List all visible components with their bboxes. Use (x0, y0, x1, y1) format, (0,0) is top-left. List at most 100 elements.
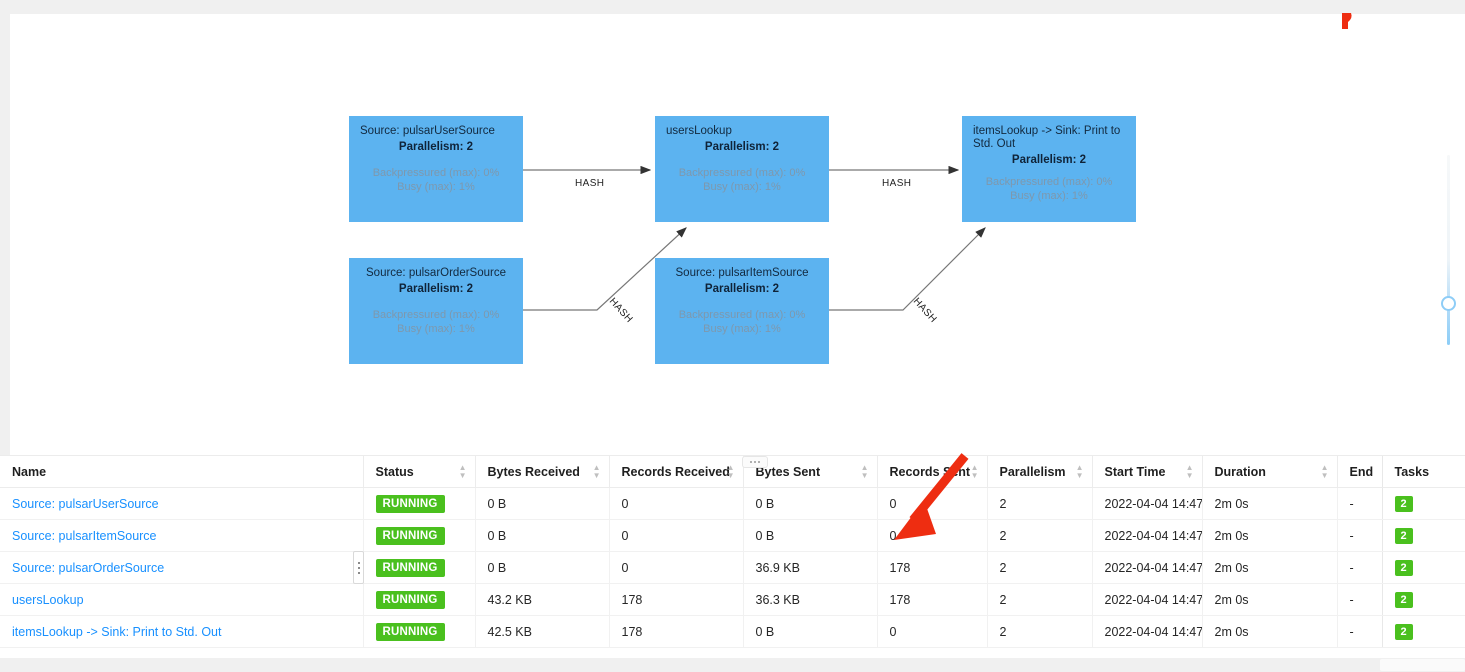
column-resize-handle-vertical[interactable] (353, 551, 364, 584)
vertex-link[interactable]: itemsLookup -> Sink: Print to Std. Out (12, 624, 222, 639)
cell-start-time: 2022-04-04 14:47:14 (1091, 615, 1202, 648)
cell-duration: 2m 0s (1201, 583, 1337, 616)
table-header-row: Name Status ▲▼ Bytes Received ▲▼ Records… (0, 455, 1465, 488)
cell-name[interactable]: usersLookup (0, 583, 363, 616)
node-busy: Busy (max): 1% (397, 323, 475, 335)
job-vertices-table: Name Status ▲▼ Bytes Received ▲▼ Records… (0, 455, 1465, 648)
tasks-badge: 2 (1394, 495, 1413, 512)
graph-node-items-lookup-sink[interactable]: itemsLookup -> Sink: Print to Std. Out P… (962, 116, 1136, 222)
column-header-start-time[interactable]: Start Time ▲▼ (1091, 455, 1202, 488)
table-row[interactable]: Source: pulsarOrderSource RUNNING 0 B 0 … (0, 551, 1465, 584)
node-metrics: Backpressured (max): 0% Busy (max): 1% (973, 175, 1125, 203)
annotation-red-arrow (894, 453, 969, 540)
graph-node-users-lookup[interactable]: usersLookup Parallelism: 2 Backpressured… (655, 116, 829, 222)
column-header-duration[interactable]: Duration ▲▼ (1201, 455, 1337, 488)
sort-icon[interactable]: ▲▼ (1320, 462, 1329, 480)
cell-status: RUNNING (362, 519, 475, 552)
cell-name[interactable]: itemsLookup -> Sink: Print to Std. Out (0, 615, 363, 648)
cell-records-received: 0 (608, 551, 743, 584)
node-metrics: Backpressured (max): 0% Busy (max): 1% (666, 308, 818, 336)
node-title: Source: pulsarItemSource (675, 267, 809, 279)
cell-name[interactable]: Source: pulsarItemSource (0, 519, 363, 552)
column-header-records-sent[interactable]: Records Sent ▲▼ (876, 455, 987, 488)
vertex-link[interactable]: Source: pulsarUserSource (12, 496, 159, 511)
node-backpressure: Backpressured (max): 0% (678, 167, 806, 179)
node-parallelism: Parallelism: 2 (1011, 154, 1087, 166)
cell-tasks: 2 (1381, 615, 1465, 648)
sort-icon[interactable]: ▲▼ (726, 462, 735, 480)
table-row[interactable]: usersLookup RUNNING 43.2 KB 178 36.3 KB … (0, 583, 1465, 616)
graph-node-pulsar-item-source[interactable]: Source: pulsarItemSource Parallelism: 2 … (655, 258, 829, 364)
dot (758, 461, 760, 463)
horizontal-scrollbar-track[interactable] (0, 658, 1465, 672)
column-header-name[interactable]: Name (0, 455, 363, 488)
cell-bytes-received: 43.2 KB (474, 583, 609, 616)
cell-records-received: 0 (608, 519, 743, 552)
column-header-bytes-received[interactable]: Bytes Received ▲▼ (474, 455, 609, 488)
sort-icon[interactable]: ▲▼ (1185, 462, 1194, 480)
sort-icon[interactable]: ▲▼ (970, 462, 979, 480)
cell-name[interactable]: Source: pulsarUserSource (0, 487, 363, 520)
node-busy: Busy (max): 1% (1010, 190, 1088, 202)
cell-bytes-received: 42.5 KB (474, 615, 609, 648)
cell-end: - (1336, 519, 1382, 552)
column-header-parallelism[interactable]: Parallelism ▲▼ (986, 455, 1092, 488)
job-vertices-table-panel[interactable]: Name Status ▲▼ Bytes Received ▲▼ Records… (0, 455, 1465, 658)
cell-end: - (1336, 583, 1382, 616)
vertex-link[interactable]: Source: pulsarItemSource (12, 528, 157, 543)
job-graph-panel[interactable]: Source: pulsarUserSource Parallelism: 2 … (10, 14, 1465, 455)
column-header-tasks[interactable]: Tasks (1381, 455, 1465, 488)
panel-resize-handle-horizontal[interactable] (742, 456, 768, 468)
column-header-records-received[interactable]: Records Received ▲▼ (608, 455, 743, 488)
sort-icon[interactable]: ▲▼ (458, 462, 467, 480)
sort-icon[interactable]: ▲▼ (860, 462, 869, 480)
tasks-badge: 2 (1394, 559, 1413, 576)
vertex-link[interactable]: usersLookup (12, 592, 84, 607)
sort-icon[interactable]: ▲▼ (1075, 462, 1084, 480)
cell-start-time: 2022-04-04 14:47:14 (1091, 487, 1202, 520)
node-backpressure: Backpressured (max): 0% (372, 309, 500, 321)
table-row[interactable]: Source: pulsarUserSource RUNNING 0 B 0 0… (0, 487, 1465, 520)
graph-zoom-slider[interactable] (1437, 150, 1461, 350)
sort-icon[interactable]: ▲▼ (592, 462, 601, 480)
graph-node-pulsar-order-source[interactable]: Source: pulsarOrderSource Parallelism: 2… (349, 258, 523, 364)
dot (357, 566, 360, 569)
cell-bytes-sent: 0 B (742, 519, 877, 552)
node-title: Source: pulsarOrderSource (366, 267, 506, 279)
cell-duration: 2m 0s (1201, 615, 1337, 648)
column-header-status[interactable]: Status ▲▼ (362, 455, 475, 488)
graph-node-pulsar-user-source[interactable]: Source: pulsarUserSource Parallelism: 2 … (349, 116, 523, 222)
column-header-label: Start Time (1104, 464, 1166, 479)
cell-records-sent: 178 (876, 551, 987, 584)
node-backpressure: Backpressured (max): 0% (985, 176, 1113, 188)
table-row[interactable]: Source: pulsarItemSource RUNNING 0 B 0 0… (0, 519, 1465, 552)
status-badge: RUNNING (375, 494, 445, 513)
cell-status: RUNNING (362, 551, 475, 584)
cell-status: RUNNING (362, 615, 475, 648)
node-metrics: Backpressured (max): 0% Busy (max): 1% (360, 166, 512, 194)
cell-records-received: 178 (608, 583, 743, 616)
cell-name[interactable]: Source: pulsarOrderSource (0, 551, 363, 584)
node-title: itemsLookup -> Sink: Print to Std. Out (973, 125, 1121, 150)
node-busy: Busy (max): 1% (703, 323, 781, 335)
cell-bytes-sent: 36.3 KB (742, 583, 877, 616)
vertex-link[interactable]: Source: pulsarOrderSource (12, 560, 165, 575)
dot (357, 571, 360, 574)
zoom-slider-handle[interactable] (1441, 296, 1456, 311)
horizontal-scrollbar-thumb[interactable] (1380, 659, 1465, 671)
node-parallelism: Parallelism: 2 (398, 141, 474, 153)
cell-start-time: 2022-04-04 14:47:14 (1091, 551, 1202, 584)
status-badge: RUNNING (375, 558, 445, 577)
cell-bytes-sent: 36.9 KB (742, 551, 877, 584)
cell-duration: 2m 0s (1201, 519, 1337, 552)
cell-duration: 2m 0s (1201, 487, 1337, 520)
cell-tasks: 2 (1381, 551, 1465, 584)
cell-bytes-received: 0 B (474, 487, 609, 520)
node-metrics: Backpressured (max): 0% Busy (max): 1% (360, 308, 512, 336)
column-header-end[interactable]: End (1336, 455, 1382, 488)
zoom-slider-track[interactable] (1447, 155, 1450, 345)
node-title: Source: pulsarUserSource (360, 125, 495, 137)
cell-tasks: 2 (1381, 487, 1465, 520)
cell-parallelism: 2 (986, 551, 1092, 584)
table-row[interactable]: itemsLookup -> Sink: Print to Std. Out R… (0, 615, 1465, 648)
